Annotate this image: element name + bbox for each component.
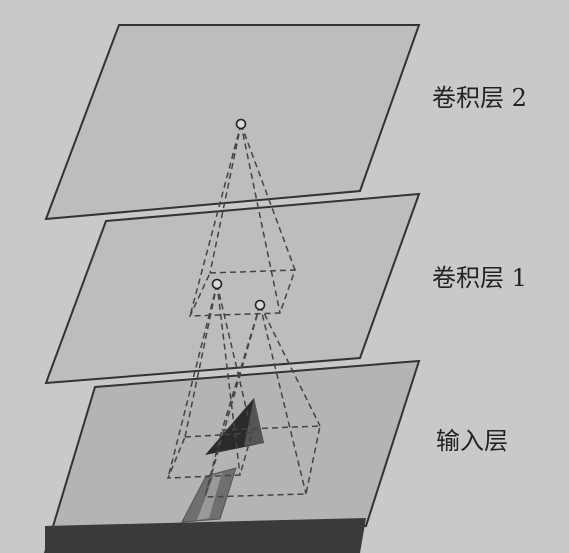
pyramid-b-edge-4: [204, 304, 261, 498]
pyramid-top-edge-4: [189, 123, 242, 317]
neuron-nodes: [211, 118, 266, 311]
receptive-field-lines: [166, 123, 321, 498]
pyramid-top-edge-2: [240, 123, 296, 271]
conv1-layer-group: [44, 192, 421, 385]
input-arrow-head-shade: [244, 398, 264, 446]
input-layer-plane: [43, 359, 421, 553]
conv2-neuron-node: [235, 118, 247, 130]
pyramid-top-edge-3: [240, 123, 281, 314]
conv2-layer-label: 卷积层 2: [432, 84, 527, 112]
pyramid-b-edge-2: [259, 304, 321, 427]
input-layer-label: 输入层: [436, 427, 508, 455]
pyramid-a-edge-3: [216, 283, 241, 476]
pyramid-a-edge-1: [184, 283, 218, 438]
conv1-neuron-node-b: [254, 299, 266, 311]
input-layer-bottom-band: [45, 518, 366, 553]
input-layer-group: [43, 359, 421, 553]
conv1-layer-plane: [44, 192, 421, 385]
conv2-layer-group: [44, 24, 421, 221]
pyramid-a-edge-2: [216, 283, 253, 434]
input-receptive-window-b: [204, 425, 321, 498]
conv1-neuron-node-a: [211, 278, 223, 290]
conv1-layer-label: 卷积层 1: [432, 264, 527, 292]
pyramid-b-edge-3: [259, 304, 307, 495]
conv2-layer-plane: [44, 24, 421, 221]
pyramid-a-edge-4: [167, 283, 218, 479]
pyramid-top-edge-1: [209, 123, 242, 274]
